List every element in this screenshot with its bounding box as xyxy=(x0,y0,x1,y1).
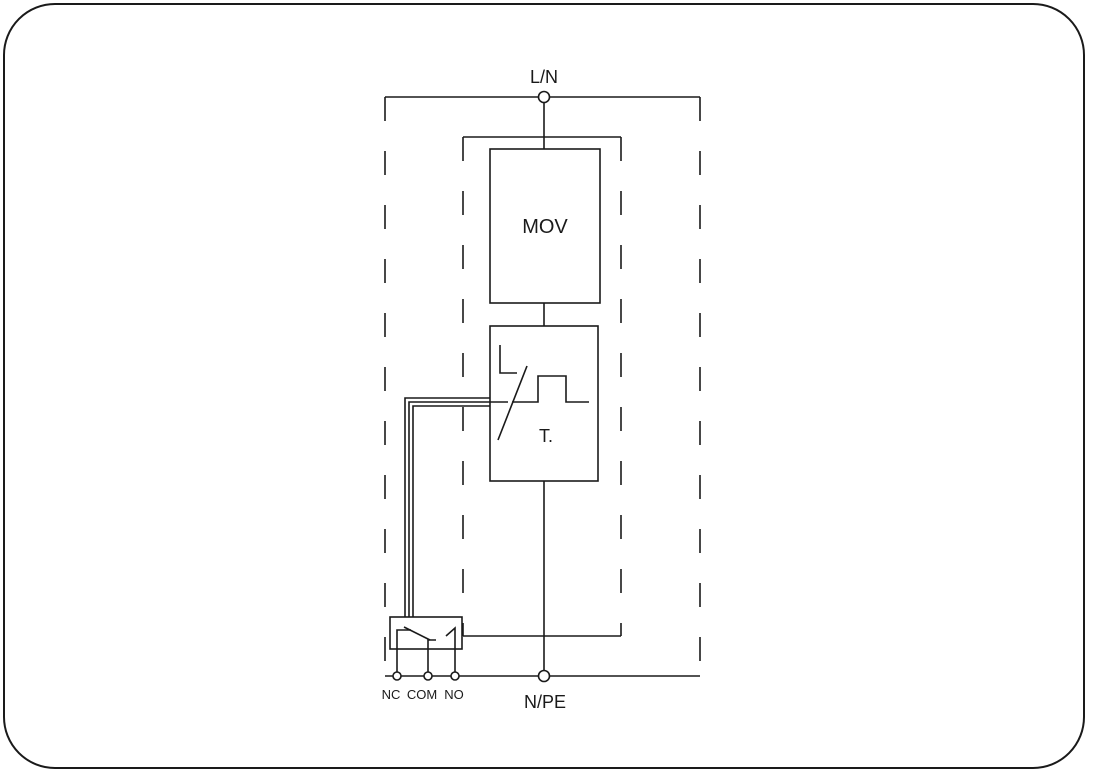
thermal-label: T. xyxy=(539,426,553,446)
outer-enclosure xyxy=(384,96,701,677)
mov-label: MOV xyxy=(522,216,568,238)
terminal-no xyxy=(450,671,460,681)
bottom-terminal-label: N/PE xyxy=(524,692,566,712)
com-label: COM xyxy=(407,687,437,702)
remote-contact xyxy=(389,616,463,676)
no-label: NO xyxy=(444,687,464,702)
top-terminal-label: L/N xyxy=(530,67,558,87)
terminal-bottom xyxy=(537,669,551,683)
thermal-disconnector xyxy=(489,325,599,482)
inner-enclosure xyxy=(462,136,622,637)
terminal-nc xyxy=(392,671,402,681)
terminal-com xyxy=(423,671,433,681)
nc-label: NC xyxy=(382,687,401,702)
mov-block xyxy=(489,148,601,304)
rounded-frame xyxy=(3,3,1085,769)
signal-wires xyxy=(404,397,490,617)
terminal-top xyxy=(537,90,551,104)
